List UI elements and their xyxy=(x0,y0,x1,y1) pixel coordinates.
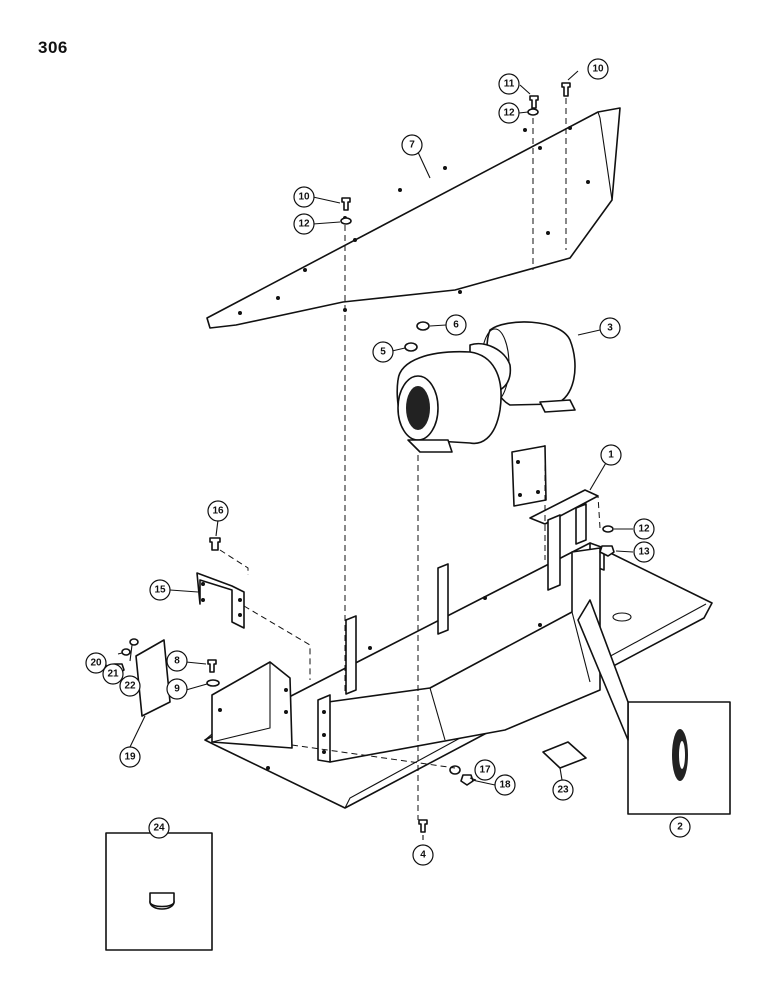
callout-22: 22 xyxy=(119,675,141,697)
svg-text:8: 8 xyxy=(174,656,180,667)
fasteners xyxy=(111,82,615,833)
svg-text:17: 17 xyxy=(479,765,491,776)
access-plate xyxy=(135,639,171,717)
svg-text:24: 24 xyxy=(153,823,165,834)
callout-6: 6 xyxy=(445,314,467,336)
callout-18: 18 xyxy=(494,774,516,796)
upright-bracket-center xyxy=(437,563,449,635)
svg-text:12: 12 xyxy=(298,219,310,230)
svg-text:11: 11 xyxy=(504,79,515,90)
callout-23: 23 xyxy=(552,779,574,801)
callout-15: 15 xyxy=(149,579,171,601)
callout-12-right: 12 xyxy=(633,518,655,540)
callout-13: 13 xyxy=(633,541,655,563)
alignment-lines xyxy=(219,98,601,820)
top-cover-plate xyxy=(206,107,621,329)
callout-3: 3 xyxy=(599,317,621,339)
callout-10-left: 10 xyxy=(293,186,315,208)
svg-text:2: 2 xyxy=(677,822,683,833)
svg-text:12: 12 xyxy=(503,108,515,119)
svg-text:3: 3 xyxy=(607,323,613,334)
callout-16: 16 xyxy=(207,500,229,522)
svg-text:21: 21 xyxy=(107,669,119,680)
grommet-inset xyxy=(577,599,731,815)
callout-20: 20 xyxy=(85,652,107,674)
callout-24: 24 xyxy=(148,817,170,839)
svg-text:7: 7 xyxy=(409,140,415,151)
seal-patch xyxy=(542,741,587,769)
svg-text:16: 16 xyxy=(212,506,224,517)
svg-text:23: 23 xyxy=(557,785,569,796)
callout-4: 4 xyxy=(412,844,434,866)
svg-text:20: 20 xyxy=(90,658,102,669)
callout-21: 21 xyxy=(102,663,124,685)
page-number: 306 xyxy=(38,38,68,57)
mounting-plate xyxy=(511,445,547,507)
air-duct xyxy=(327,547,601,763)
callout-17: 17 xyxy=(474,759,496,781)
svg-text:10: 10 xyxy=(298,192,310,203)
callout-10-top: 10 xyxy=(587,58,609,80)
callout-12-left: 12 xyxy=(293,213,315,235)
callout-2: 2 xyxy=(669,816,691,838)
svg-text:5: 5 xyxy=(380,347,386,358)
plug-inset xyxy=(105,832,213,951)
callout-9: 9 xyxy=(166,678,188,700)
svg-text:6: 6 xyxy=(453,320,459,331)
svg-text:10: 10 xyxy=(592,64,604,75)
svg-text:22: 22 xyxy=(124,681,136,692)
svg-text:19: 19 xyxy=(124,752,136,763)
corner-bracket xyxy=(211,661,293,749)
blower-assembly xyxy=(396,321,576,453)
svg-text:13: 13 xyxy=(638,547,650,558)
svg-text:15: 15 xyxy=(154,585,166,596)
callout-1: 1 xyxy=(600,444,622,466)
callout-12-top: 12 xyxy=(498,102,520,124)
side-bracket xyxy=(196,572,245,629)
callout-8: 8 xyxy=(166,650,188,672)
svg-text:12: 12 xyxy=(638,524,650,535)
svg-text:18: 18 xyxy=(499,780,511,791)
upright-bracket-left xyxy=(345,615,357,695)
svg-text:1: 1 xyxy=(608,450,614,461)
svg-text:9: 9 xyxy=(174,684,180,695)
svg-text:4: 4 xyxy=(420,850,426,861)
callout-11: 11 xyxy=(498,73,520,95)
callout-19: 19 xyxy=(119,746,141,768)
callout-5: 5 xyxy=(372,341,394,363)
callout-7: 7 xyxy=(401,134,423,156)
